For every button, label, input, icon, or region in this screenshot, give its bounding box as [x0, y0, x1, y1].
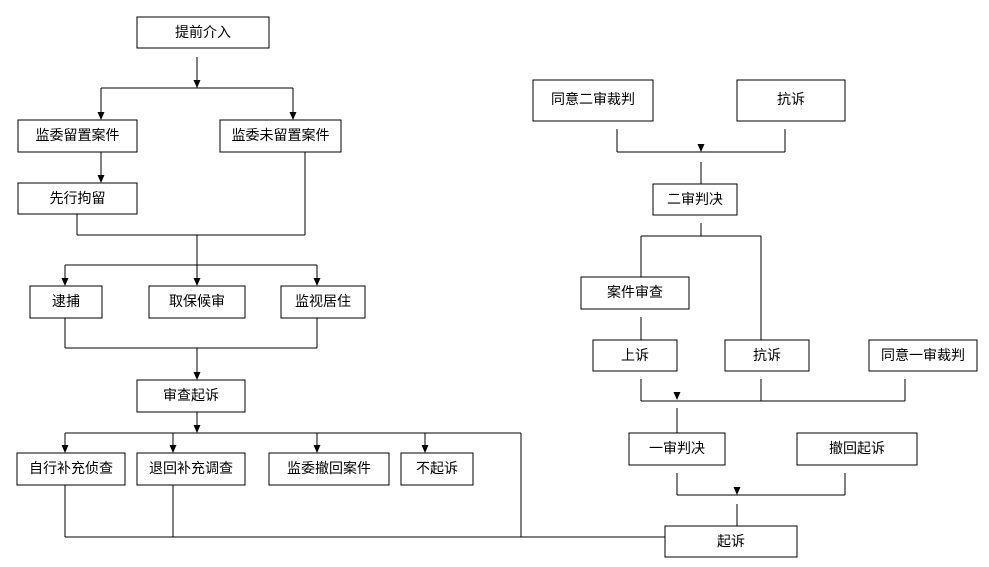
node-prosecution-label: 起诉 — [717, 534, 745, 550]
node-review-prosecution-label: 审查起诉 — [163, 388, 219, 404]
node-second-instance-judgment: 二审判决 — [652, 183, 738, 216]
arrowhead-icon — [193, 80, 201, 88]
node-case-review-label: 案件审查 — [607, 284, 663, 301]
node-detained-case-label: 监委留置案件 — [36, 127, 120, 144]
connector-lines — [64, 57, 906, 538]
node-first-instance-judgment: 一审判决 — [628, 432, 726, 466]
node-appeal-label: 上诉 — [621, 348, 649, 364]
node-withdraw-prosecution: 撤回起诉 — [796, 432, 918, 466]
arrowhead-icon — [193, 425, 201, 433]
node-intervention: 提前介入 — [136, 16, 270, 49]
node-arrest: 逮捕 — [29, 285, 103, 319]
arrowhead-icon — [313, 445, 321, 453]
arrowhead-icon — [289, 112, 297, 120]
node-bail: 取保候审 — [148, 285, 246, 319]
node-protest-first-label: 抗诉 — [753, 348, 781, 364]
node-withdraw-prosecution-label: 撤回起诉 — [829, 441, 885, 457]
node-agree-second-judgment: 同意二审裁判 — [532, 79, 654, 122]
node-withdraw-case-label: 监委撤回案件 — [287, 460, 371, 477]
node-intervention-label: 提前介入 — [175, 24, 231, 41]
node-return-supplementary-investigation-label: 退回补充调查 — [149, 461, 233, 477]
node-review-prosecution: 审查起诉 — [136, 379, 246, 413]
node-protest-first: 抗诉 — [724, 339, 810, 372]
node-withdraw-case: 监委撤回案件 — [268, 452, 390, 486]
arrowhead-icon — [61, 445, 69, 453]
node-non-detained-case-label: 监委未留置案件 — [232, 127, 330, 144]
node-prosecution: 起诉 — [664, 525, 798, 558]
arrowhead-icon — [733, 487, 741, 495]
arrowhead-icon — [97, 175, 105, 183]
node-bail-label: 取保候审 — [169, 294, 225, 310]
arrowhead-icon — [97, 112, 105, 120]
node-protest-second-label: 抗诉 — [777, 92, 805, 108]
node-pre-detention-label: 先行拘留 — [50, 191, 106, 207]
node-agree-first-judgment-label: 同意一审裁判 — [881, 347, 965, 364]
arrowhead-icon — [313, 278, 321, 286]
node-return-supplementary-investigation: 退回补充调查 — [136, 452, 246, 486]
node-self-supplementary-investigation-label: 自行补充侦查 — [29, 461, 113, 477]
arrowhead-icon — [193, 372, 201, 380]
arrowhead-icon — [673, 392, 681, 400]
node-protest-second: 抗诉 — [736, 79, 846, 122]
node-case-review: 案件审查 — [580, 276, 690, 310]
node-agree-second-judgment-label: 同意二审裁判 — [551, 91, 635, 108]
node-residential-surveillance-label: 监视居住 — [295, 294, 351, 310]
node-pre-detention: 先行拘留 — [17, 182, 138, 215]
arrowhead-icon — [421, 445, 429, 453]
node-arrest-label: 逮捕 — [52, 294, 80, 310]
node-no-prosecution-label: 不起诉 — [416, 461, 458, 477]
arrowhead-icon — [169, 445, 177, 453]
node-first-instance-judgment-label: 一审判决 — [649, 441, 705, 457]
node-second-instance-judgment-label: 二审判决 — [667, 192, 723, 208]
arrowhead-icon — [193, 278, 201, 286]
node-detained-case: 监委留置案件 — [17, 119, 138, 153]
node-no-prosecution: 不起诉 — [400, 452, 474, 486]
node-self-supplementary-investigation: 自行补充侦查 — [16, 452, 126, 486]
arrowhead-icon — [697, 144, 705, 152]
arrowhead-icon — [61, 278, 69, 286]
node-agree-first-judgment: 同意一审裁判 — [868, 339, 978, 372]
node-residential-surveillance: 监视居住 — [280, 285, 366, 319]
node-appeal: 上诉 — [592, 339, 678, 372]
node-non-detained-case: 监委未留置案件 — [219, 119, 342, 153]
